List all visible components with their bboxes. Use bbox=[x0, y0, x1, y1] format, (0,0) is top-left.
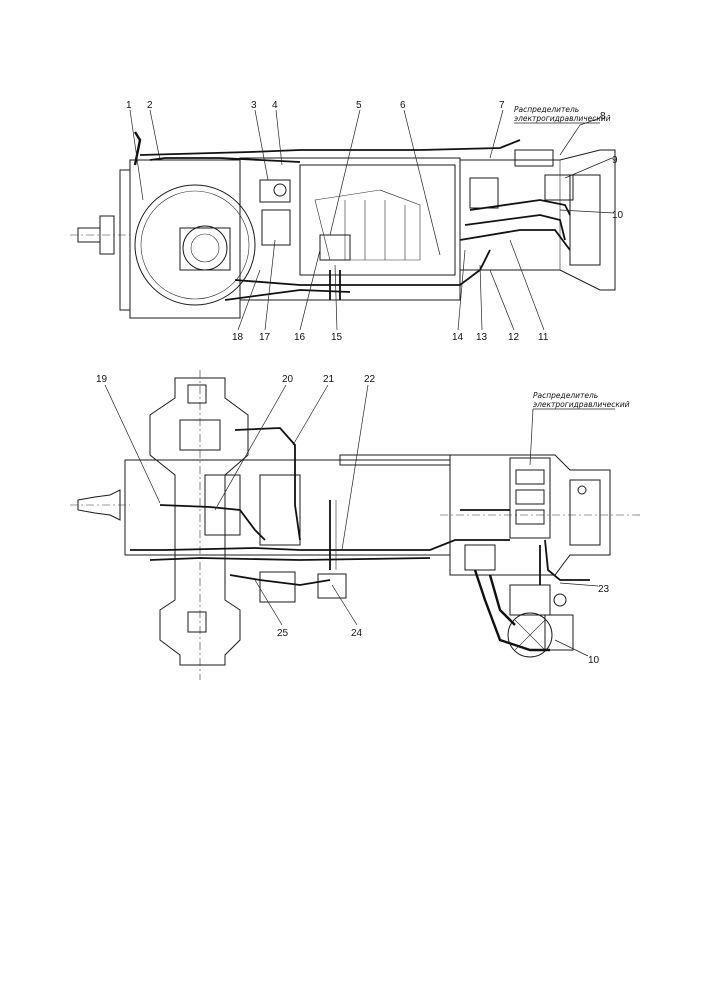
callout-18: 18 bbox=[232, 332, 244, 343]
callout-21: 21 bbox=[323, 374, 335, 385]
callout-12: 12 bbox=[508, 332, 520, 343]
callout-19: 19 bbox=[96, 374, 108, 385]
callout-23: 23 bbox=[598, 584, 610, 595]
callout-17: 17 bbox=[259, 332, 271, 343]
callout-7: 7 bbox=[499, 100, 505, 111]
callout-11: 11 bbox=[538, 332, 549, 343]
callout-22: 22 bbox=[364, 374, 376, 385]
distributor-label-top-line1: Распределитель bbox=[514, 105, 579, 114]
callout-4: 4 bbox=[272, 100, 278, 111]
callout-25: 25 bbox=[277, 628, 289, 639]
distributor-label-top-line2: электрогидравлический bbox=[514, 114, 611, 123]
bottom-view-leaders bbox=[104, 384, 599, 657]
callout-8: 8 bbox=[600, 111, 606, 122]
callout-1: 1 bbox=[126, 100, 132, 111]
callout-10b: 10 bbox=[588, 655, 600, 666]
distributor-label-bottom-line1: Распределитель bbox=[533, 391, 598, 400]
distributor-label-bottom-line2: электрогидравлический bbox=[533, 400, 630, 409]
callout-20: 20 bbox=[282, 374, 294, 385]
top-view bbox=[70, 131, 616, 319]
bottom-view bbox=[70, 370, 640, 680]
callout-14: 14 bbox=[452, 332, 464, 343]
top-view-callouts: 1 2 3 4 5 6 7 8 9 10 11 12 13 14 15 16 1… bbox=[126, 100, 624, 343]
callout-2: 2 bbox=[147, 100, 153, 111]
callout-16: 16 bbox=[294, 332, 306, 343]
callout-24: 24 bbox=[351, 628, 363, 639]
callout-10: 10 bbox=[612, 210, 624, 221]
callout-5: 5 bbox=[356, 100, 362, 111]
bottom-view-callouts: 19 20 21 22 10 23 24 25 Распределитель э… bbox=[96, 374, 630, 666]
callout-9: 9 bbox=[612, 155, 618, 166]
top-view-leaders bbox=[129, 109, 615, 331]
callout-15: 15 bbox=[331, 332, 343, 343]
callout-3: 3 bbox=[251, 100, 257, 111]
callout-6: 6 bbox=[400, 100, 406, 111]
callout-13: 13 bbox=[476, 332, 488, 343]
